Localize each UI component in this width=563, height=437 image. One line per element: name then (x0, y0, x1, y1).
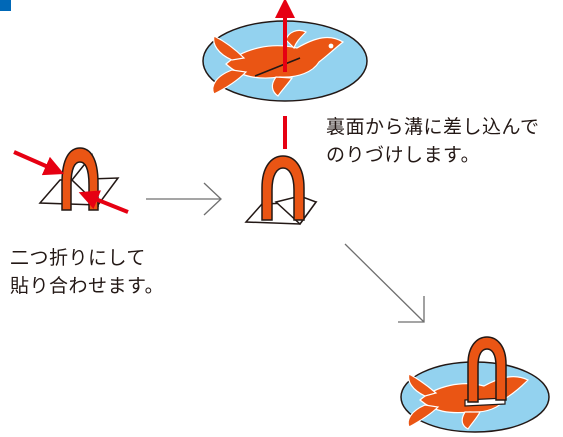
assembled-ornament (400, 336, 550, 433)
glue-instruction: 裏面から溝に差し込んで のりづけします。 (326, 113, 540, 169)
glue-instruction-line-1: 裏面から溝に差し込んで (326, 116, 540, 138)
fold-instruction-line-2: 貼り合わせます。 (10, 275, 165, 297)
gray-arrow-diagonal (344, 243, 425, 323)
gray-arrow-right (146, 182, 222, 216)
folded-stand-left (13, 147, 129, 214)
glue-instruction-line-2: のりづけします。 (326, 144, 481, 166)
slot-line (254, 57, 301, 77)
red-arrow-in-left (13, 150, 65, 176)
glued-stand-middle (244, 155, 318, 226)
corner-marker (0, 0, 11, 11)
goldfish-disc-top (202, 0, 368, 149)
fold-instruction: 二つ折りにして 貼り合わせます。 (10, 244, 164, 300)
fold-instruction-line-1: 二つ折りにして (10, 247, 146, 269)
red-arrow-in-right (78, 190, 129, 214)
